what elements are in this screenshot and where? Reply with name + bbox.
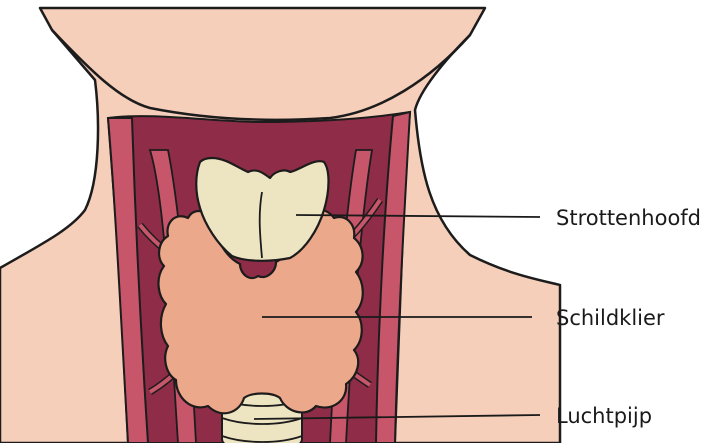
label-larynx: Strottenhoofd (556, 206, 701, 230)
label-thyroid: Schildklier (556, 306, 665, 330)
labels: Strottenhoofd Schildklier Luchtpijp (556, 206, 701, 428)
label-trachea: Luchtpijp (556, 404, 652, 428)
